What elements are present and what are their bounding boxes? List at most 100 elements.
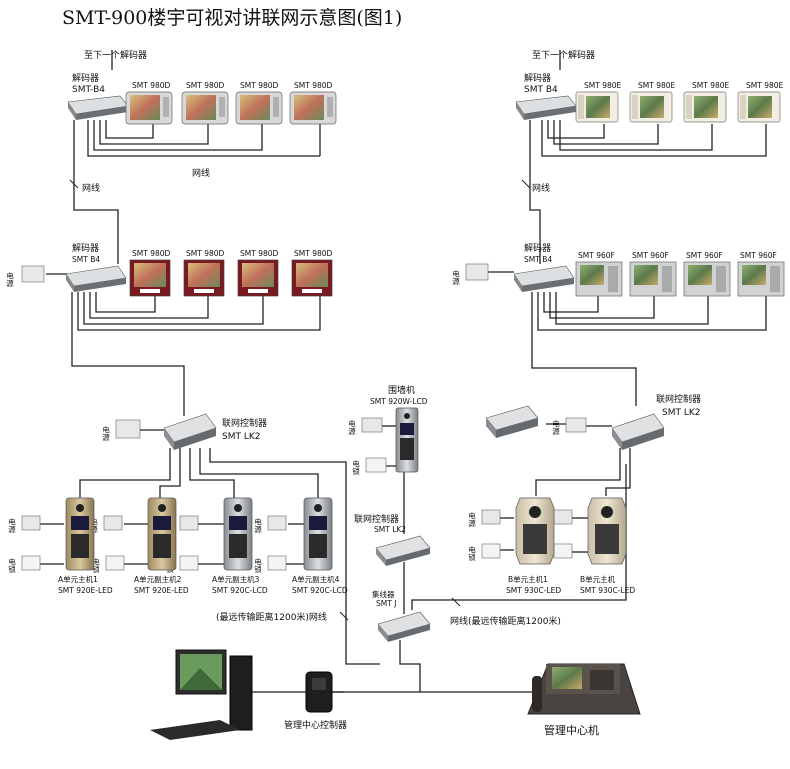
right-ctrl-label: 联网控制器 <box>656 393 701 405</box>
mid-ctrl-model: SMT LK2 <box>374 525 406 534</box>
management-controller-icon <box>305 671 333 713</box>
power-label: 电源 <box>7 517 16 535</box>
monitor-980d <box>183 259 225 297</box>
right-standalone-controller <box>485 405 539 438</box>
monitor-960f <box>629 261 677 297</box>
door-station-930c <box>587 497 627 565</box>
lock-box: 电锁 <box>467 543 501 563</box>
mid-network-controller <box>375 535 431 566</box>
diagram-title: SMT-900楼宇可视对讲联网示意图(图1) <box>62 7 402 29</box>
door-station-920c <box>223 497 253 571</box>
lock-label: 电锁 <box>91 557 100 575</box>
concentrator-label: 集线器 <box>372 589 395 599</box>
left-top-decoder-model: SMT-B4 <box>72 85 105 95</box>
power-label: 电源 <box>5 271 14 289</box>
lock-label: 电锁 <box>253 557 262 575</box>
door-station-920e <box>147 497 177 571</box>
right-ctrl-model: SMT LK2 <box>662 408 700 418</box>
wall-model: SMT 920W-LCD <box>370 397 428 406</box>
left-network-controller <box>163 413 217 450</box>
lock-box: 电锁 <box>7 555 41 574</box>
left-top-monitor-label: SMT 980D <box>240 81 279 90</box>
wall-power: 电源 <box>347 417 383 437</box>
door-station-930c <box>515 497 555 565</box>
left-unit-model: SMT 920E-LED <box>58 586 113 595</box>
computer-icon <box>150 649 253 740</box>
lock-label: 电锁 <box>351 459 360 477</box>
wiring <box>40 50 767 693</box>
right-unit-model: SMT 930C-LED <box>506 586 561 595</box>
left-mid-monitors <box>129 259 333 297</box>
lock-label: 电锁 <box>467 545 476 563</box>
power-label: 电源 <box>467 511 476 529</box>
right-mid-power: 电源 <box>451 263 489 287</box>
left-ctrl-model: SMT LK2 <box>222 432 260 442</box>
monitor-980e <box>629 91 673 123</box>
left-unit-model: SMT 920C-LCD <box>212 586 268 595</box>
power-label: 电源 <box>551 419 560 437</box>
left-unit-name: A单元主机1 <box>58 574 98 584</box>
concentrator-model: SMT J <box>376 599 396 608</box>
left-mid-monitor-label: SMT 980D <box>186 249 225 258</box>
right-mid-monitor-label: SMT 960F <box>686 251 723 260</box>
monitor-980d <box>181 91 229 125</box>
left-top-wire-label: 网线 <box>192 167 210 179</box>
monitor-960f <box>683 261 731 297</box>
right-unit-model: SMT 930C-LED <box>580 586 635 595</box>
left-unit-name: A单元副主机3 <box>212 574 260 584</box>
left-top-wire-vertical: 网线 <box>82 182 100 194</box>
left-ctrl-power: 电源 <box>101 419 141 443</box>
right-top-monitor-label: SMT 980E <box>584 81 622 90</box>
left-mid-monitor-label: SMT 980D <box>132 249 171 258</box>
power-label: 电源 <box>253 517 262 535</box>
right-mid-decoder-model: SMT B4 <box>524 255 552 264</box>
right-mid-monitor-label: SMT 960F <box>740 251 777 260</box>
power-label: 电源 <box>101 425 110 443</box>
power-box: 电源 <box>7 515 41 535</box>
right-ctrl-power: 电源 <box>551 417 587 437</box>
left-mid-decoder-model: SMT B4 <box>72 255 100 264</box>
monitor-980e <box>737 91 781 123</box>
mid-ctrl-label: 联网控制器 <box>354 513 399 525</box>
right-top-decoder-label: 解码器 <box>524 72 551 84</box>
wall-label: 围墙机 <box>388 384 415 396</box>
right-unit-name: B单元主机1 <box>508 574 548 584</box>
right-top-to-next: 至下一个解码器 <box>532 49 595 61</box>
left-top-monitors <box>125 91 337 125</box>
door-station-920e <box>65 497 95 571</box>
left-unit-model: SMT 920C-LCD <box>292 586 348 595</box>
monitor-980d <box>289 91 337 125</box>
left-top-monitor-label: SMT 980D <box>186 81 225 90</box>
monitor-980d <box>237 259 279 297</box>
monitor-980e <box>575 91 619 123</box>
right-mid-decoder-label: 解码器 <box>524 242 551 254</box>
left-unit-name: A单元副主机2 <box>134 574 182 584</box>
monitor-980d <box>235 91 283 125</box>
monitor-980d <box>291 259 333 297</box>
mgmt-ctrl-label: 管理中心控制器 <box>284 719 347 731</box>
dist-right-label: 网线(最远传输距离1200米) <box>450 615 561 627</box>
power-label: 电源 <box>451 269 460 287</box>
mgmt-center-label: 管理中心机 <box>544 723 599 737</box>
monitor-960f <box>575 261 623 297</box>
right-mid-monitors <box>575 261 785 297</box>
right-top-decoder <box>515 95 577 120</box>
left-top-to-next: 至下一个解码器 <box>84 49 147 61</box>
monitor-960f <box>737 261 785 297</box>
left-mid-monitor-label: SMT 980D <box>294 249 333 258</box>
right-mid-monitor-label: SMT 960F <box>578 251 615 260</box>
left-mid-monitor-label: SMT 980D <box>240 249 279 258</box>
wall-station <box>395 407 419 473</box>
left-unit-model: SMT 920E-LED <box>134 586 189 595</box>
right-network-controller <box>611 413 665 450</box>
power-label: 电源 <box>347 419 356 437</box>
management-center-icon <box>527 663 641 715</box>
left-mid-decoder <box>65 265 127 292</box>
lock-box: 电锁 <box>91 555 125 575</box>
right-top-monitor-label: SMT 980E <box>638 81 676 90</box>
power-box: 电源 <box>253 515 287 535</box>
power-box: 电源 <box>467 509 501 529</box>
right-top-monitor-label: SMT 980E <box>746 81 784 90</box>
left-mid-power: 电源 <box>5 265 45 289</box>
right-top-wire-vertical: 网线 <box>532 182 550 194</box>
